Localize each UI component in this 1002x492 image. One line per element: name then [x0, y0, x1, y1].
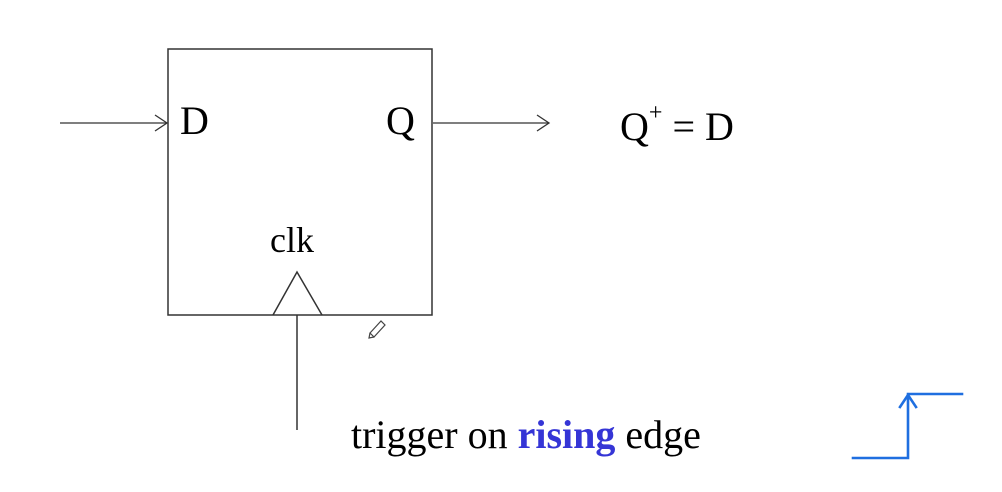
- q-output-label: Q: [386, 98, 415, 143]
- caption-suffix: edge: [615, 412, 701, 457]
- q-output-arrow: [433, 114, 551, 132]
- equation-left: Q: [620, 104, 649, 149]
- clock-edge-triangle: [272, 270, 323, 316]
- next-state-equation: Q+ = D: [620, 101, 734, 147]
- d-input-arrow: [60, 114, 169, 132]
- equation-right: = D: [662, 104, 734, 149]
- d-input-label: D: [180, 98, 209, 143]
- pencil-cursor-icon: [368, 320, 386, 339]
- rising-edge-waveform: [851, 392, 964, 460]
- caption-highlight: rising: [517, 412, 616, 457]
- clk-input-label: clk: [270, 220, 314, 260]
- trigger-caption: trigger on rising edge: [351, 415, 701, 455]
- flip-flop-box: [167, 48, 433, 316]
- caption-prefix: trigger on: [351, 412, 518, 457]
- equation-superscript: +: [648, 100, 663, 126]
